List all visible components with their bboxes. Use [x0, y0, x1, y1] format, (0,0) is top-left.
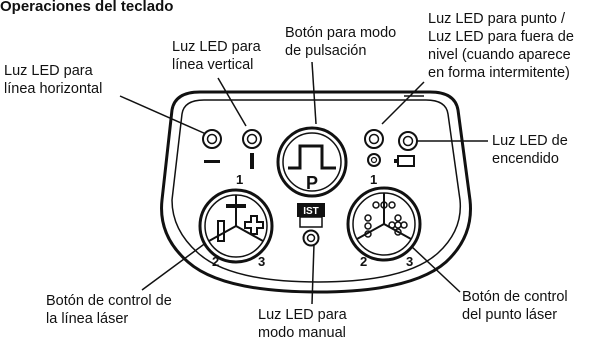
line-button-number-3: 3 — [258, 254, 265, 269]
pulse-mode-button[interactable]: P — [276, 126, 348, 198]
vertical-line-icon — [217, 220, 225, 242]
vertical-line-icon — [250, 153, 254, 169]
horizontal-line-icon — [226, 204, 246, 208]
led-number-left: 1 — [236, 172, 243, 187]
cross-icon — [244, 215, 264, 235]
led-manual-mode: IST — [297, 203, 325, 247]
dot-cross-icon — [388, 214, 408, 236]
line-laser-button[interactable] — [198, 188, 274, 264]
point-icon — [367, 153, 381, 167]
label-led-point: Luz LED para punto /Luz LED para fuera d… — [428, 11, 574, 81]
point-laser-button[interactable] — [346, 186, 422, 262]
manual-mode-tag: IST — [303, 206, 319, 217]
pulse-letter: P — [306, 173, 318, 193]
three-dots-icon — [372, 201, 396, 209]
dot-column-icon — [364, 214, 372, 238]
level-icon — [299, 216, 323, 228]
horizontal-line-icon — [204, 160, 220, 163]
page-title: Operaciones del teclado — [0, 0, 174, 15]
pulse-wave-icon — [288, 144, 336, 170]
led-point — [364, 129, 384, 167]
point-button-number-2: 2 — [360, 254, 367, 269]
led-vertical-line — [242, 129, 262, 169]
point-button-number-3: 3 — [406, 254, 413, 269]
line-button-number-2: 2 — [212, 254, 219, 269]
led-horizontal-line — [202, 129, 222, 163]
led-power — [394, 131, 418, 167]
led-number-right: 1 — [370, 172, 377, 187]
